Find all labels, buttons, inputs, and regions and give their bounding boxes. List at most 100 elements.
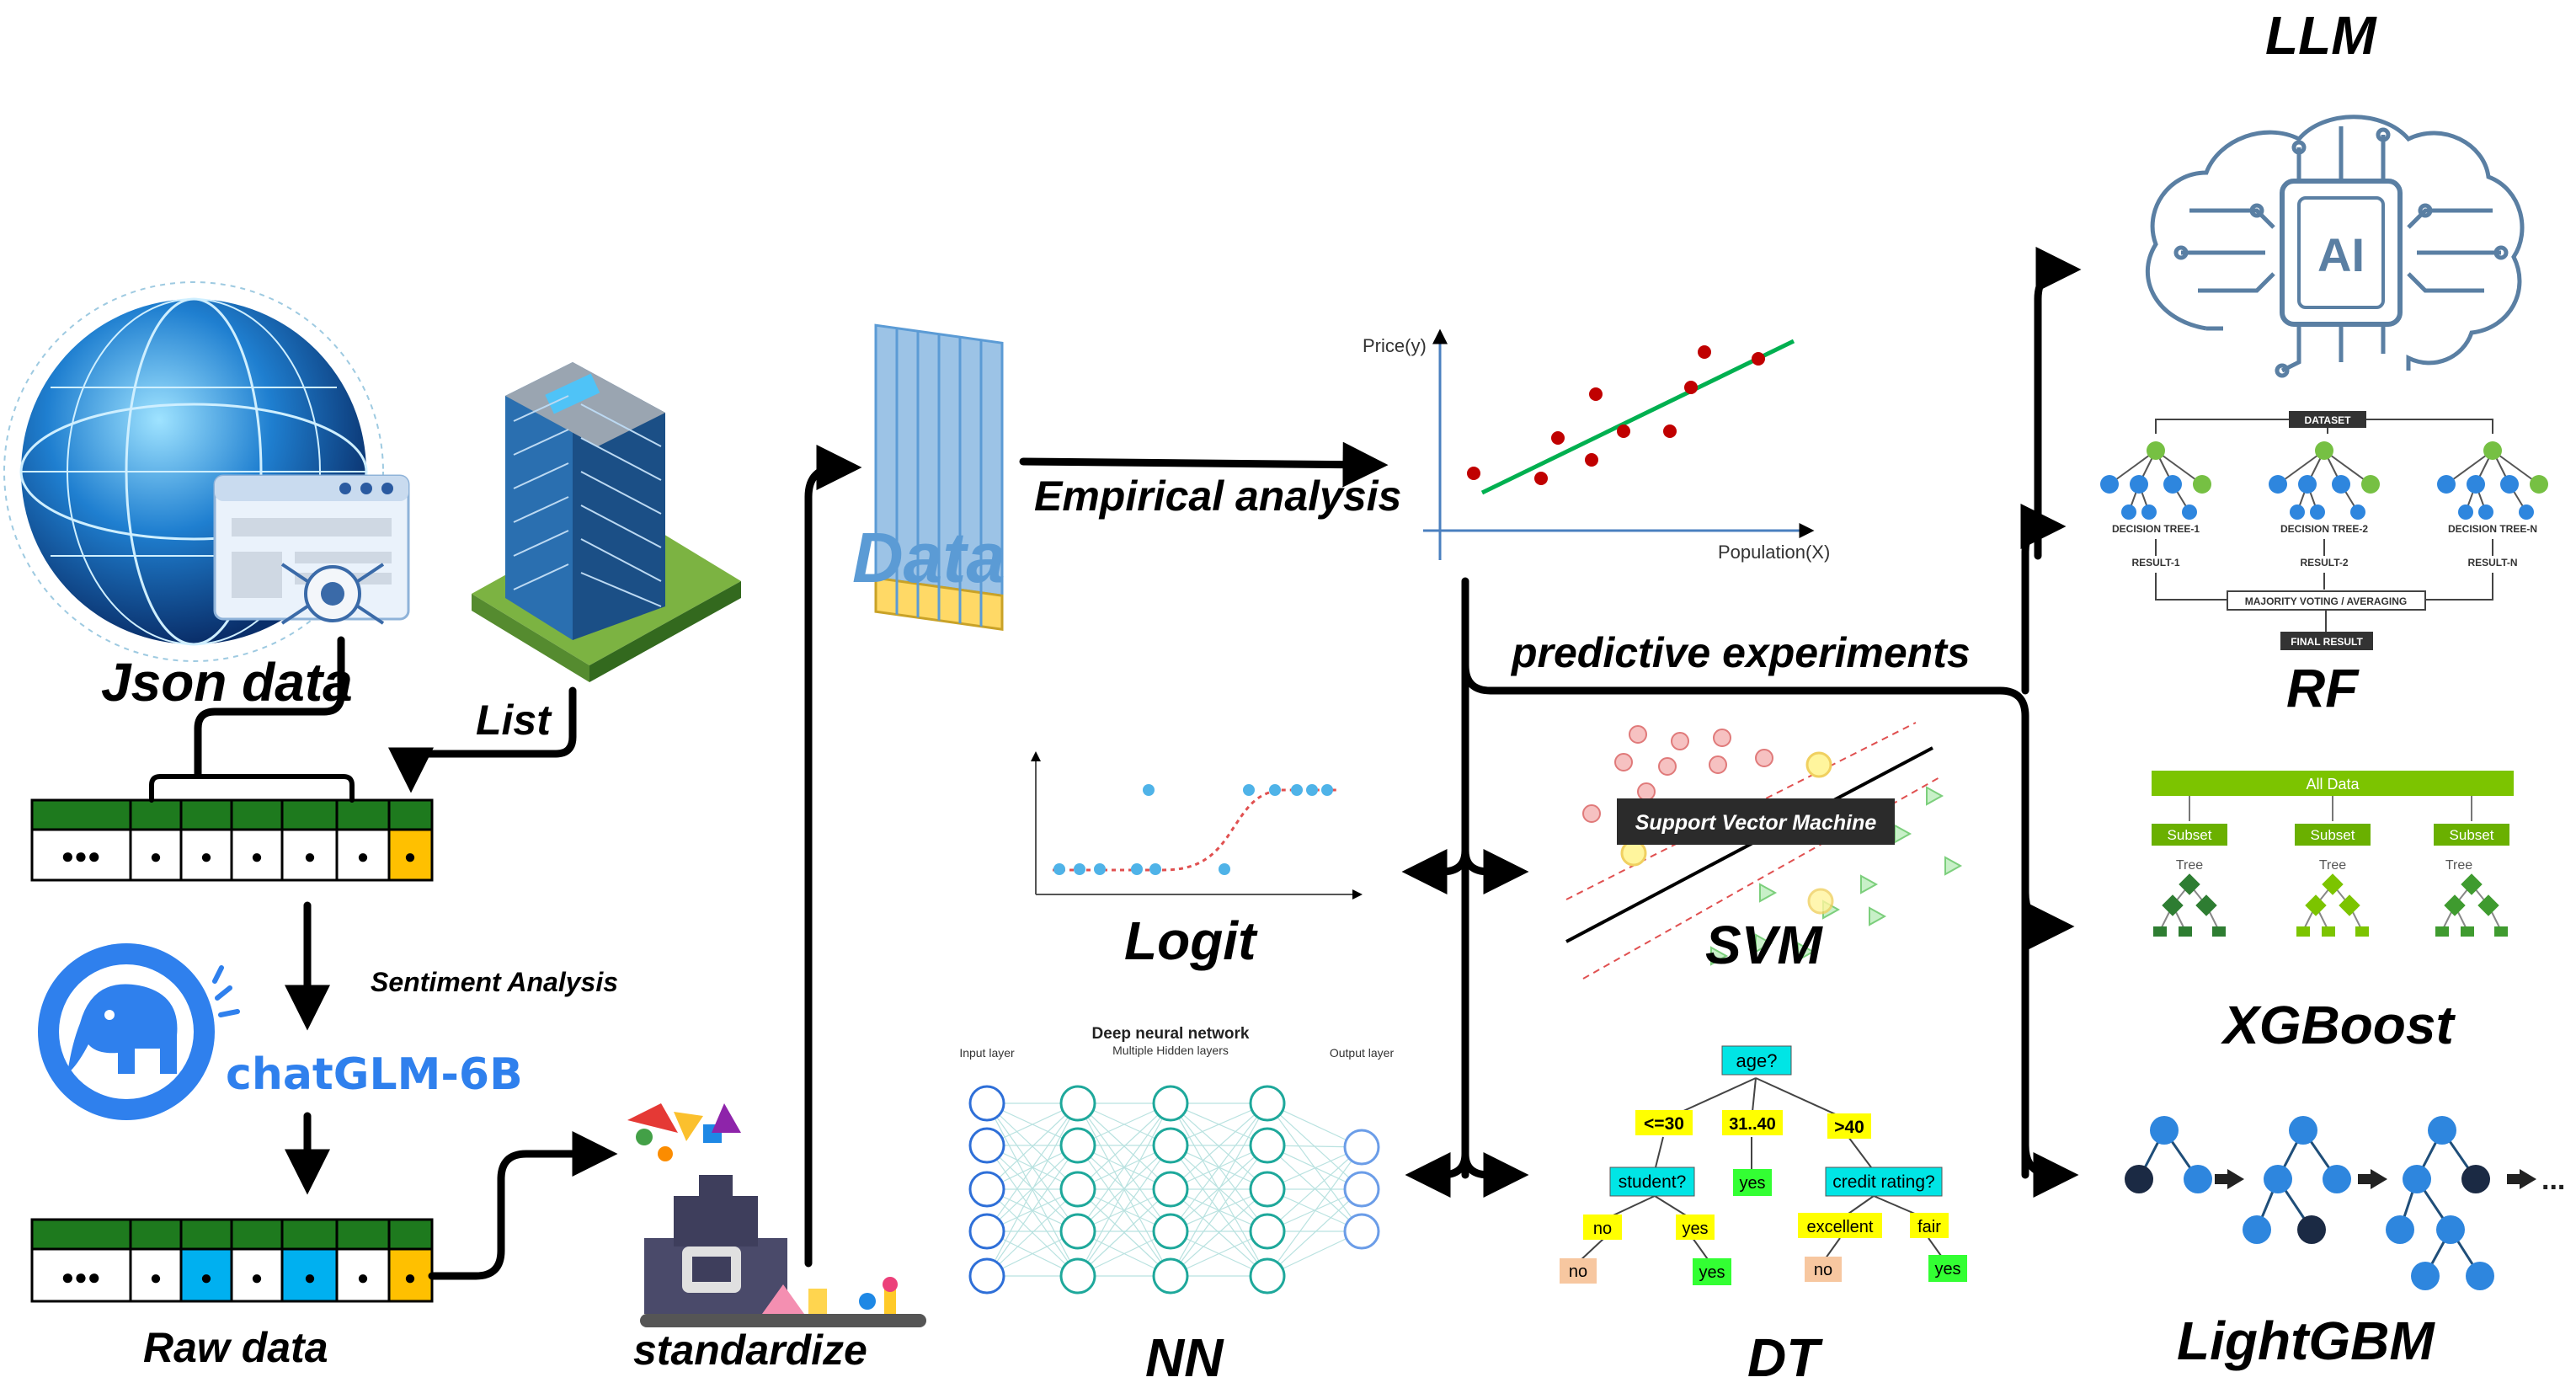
- nn-neuron: [1249, 1171, 1286, 1208]
- xgb-node: [2179, 873, 2200, 895]
- nn-neuron: [1152, 1085, 1189, 1122]
- nn-neuron: [1059, 1127, 1096, 1164]
- lgbm-node: [2323, 1165, 2351, 1193]
- rf-node: [2519, 504, 2534, 520]
- table-cell-dot: ●: [150, 846, 163, 868]
- nn-edge: [1170, 1145, 1268, 1232]
- lgbm-node: [2184, 1165, 2212, 1193]
- svm-support-vector: [1807, 888, 1834, 915]
- dt-leaf-label: no: [1814, 1261, 1832, 1279]
- nn-edge: [1077, 1102, 1171, 1232]
- svm-class-b-point: [1894, 824, 1912, 844]
- svm-class-a-point: [1709, 755, 1727, 774]
- dt-leaf-no: [1805, 1257, 1842, 1282]
- nn-neuron: [1249, 1213, 1286, 1250]
- dt-leaf-yes: [1733, 1169, 1772, 1196]
- lgbm-node: [2150, 1116, 2179, 1145]
- lgbm-step-arrow-icon: [2227, 1169, 2244, 1189]
- dt-branch: [1827, 1113, 1871, 1139]
- xgb-leaf: [2494, 926, 2508, 937]
- dt-leaf-no: [1560, 1258, 1597, 1284]
- dt-branch-label: <=30: [1644, 1114, 1684, 1134]
- scatter-point: [1617, 424, 1630, 438]
- table-cell-dot: ●: [357, 1267, 370, 1289]
- scatter-point: [1698, 345, 1711, 359]
- dt-chart: age? <=30 31..40 >40 student? yes credit…: [1560, 1045, 1967, 1285]
- rf-node: [2141, 504, 2157, 520]
- lgbm-node: [2411, 1262, 2440, 1290]
- nn-neuron: [968, 1213, 1005, 1250]
- svm-class-b-point: [1860, 874, 1879, 894]
- rf-edge: [2445, 450, 2493, 485]
- nn-edge: [1170, 1145, 1268, 1277]
- rf-node: [2163, 475, 2182, 494]
- lgbm-node: [2386, 1215, 2414, 1244]
- lgbm-node: [2289, 1116, 2317, 1145]
- building-icon: [472, 362, 741, 682]
- dt-leaf-yes: [1928, 1255, 1967, 1282]
- logit-point: [1219, 863, 1230, 875]
- label-json-data: Json data: [101, 652, 353, 713]
- logit-point: [1321, 784, 1333, 796]
- label-predictive-experiments: predictive experiments: [1512, 629, 1971, 676]
- dt-node-credit: [1825, 1166, 1943, 1197]
- ai-brain-icon: [2145, 115, 2525, 378]
- rf-voting-label: MAJORITY VOTING / AVERAGING: [2245, 595, 2407, 607]
- xgb-chart: All Data Subset Subset Subset Tree Tree …: [2152, 771, 2514, 937]
- dt-branch-label: fair: [1917, 1218, 1941, 1236]
- table-cell-dot: ●: [304, 846, 317, 868]
- xgb-leaf: [2322, 926, 2335, 937]
- rf-node: [2437, 475, 2456, 494]
- rf-node: [2121, 504, 2136, 520]
- logit-point: [1269, 784, 1281, 796]
- nn-neuron: [968, 1085, 1005, 1122]
- lgbm-ellipsis: ...: [2541, 1164, 2565, 1196]
- lgbm-node: [2125, 1165, 2153, 1193]
- nn-neuron: [1059, 1085, 1096, 1122]
- label-empirical-analysis: Empirical analysis: [1034, 472, 1402, 520]
- label-raw-data: Raw data: [143, 1324, 328, 1371]
- rf-node: [2483, 441, 2502, 460]
- rf-node: [2530, 475, 2548, 494]
- label-svm: SVM: [1705, 915, 1822, 975]
- table-cell-dot: ●: [150, 1267, 163, 1289]
- rf-node: [2315, 441, 2333, 460]
- xgb-node: [2195, 894, 2217, 916]
- xgb-node: [2461, 873, 2483, 895]
- label-chatglm: chatGLM-6B: [226, 1049, 523, 1100]
- nn-output-label: Output layer: [1330, 1046, 1395, 1060]
- rf-node: [2467, 475, 2485, 494]
- table-cell-dot: ●: [404, 846, 417, 868]
- nn-chart: Deep neural network Input layer Multiple…: [959, 1025, 1395, 1295]
- nn-edge: [1077, 1145, 1171, 1232]
- svm-class-b-point: [1926, 786, 1944, 806]
- rf-result-label: RESULT-N: [2467, 557, 2517, 569]
- nn-edge: [1267, 1146, 1363, 1277]
- lgbm-chart: ...: [2125, 1116, 2565, 1290]
- rf-node: [2147, 441, 2165, 460]
- dt-node-root-label: age?: [1736, 1050, 1778, 1071]
- svm-class-a-point: [1713, 729, 1731, 747]
- scatter-point: [1551, 431, 1565, 445]
- nn-neuron: [968, 1257, 1005, 1295]
- rf-node: [2100, 475, 2119, 494]
- nn-edge: [1170, 1102, 1268, 1232]
- logit-point: [1149, 863, 1161, 875]
- table-cell-dot: ●: [200, 1267, 213, 1289]
- dt-branch-label: >40: [1834, 1118, 1864, 1137]
- nn-neuron: [1152, 1213, 1189, 1250]
- dt-branch-label: excellent: [1807, 1218, 1874, 1236]
- nn-edge: [1267, 1145, 1363, 1232]
- nn-input-label: Input layer: [959, 1046, 1015, 1060]
- lgbm-node: [2461, 1165, 2490, 1193]
- logit-point: [1306, 784, 1318, 796]
- dt-node-root: [1721, 1045, 1792, 1076]
- label-data: Data: [852, 518, 1006, 597]
- label-dt: DT: [1747, 1327, 1820, 1388]
- logit-point: [1074, 863, 1085, 875]
- nn-edge: [1077, 1102, 1171, 1277]
- lgbm-node: [2403, 1165, 2431, 1193]
- logit-point: [1094, 863, 1106, 875]
- table-top-dots: ●●●: [61, 843, 100, 868]
- label-xgboost: XGBoost: [2223, 995, 2454, 1055]
